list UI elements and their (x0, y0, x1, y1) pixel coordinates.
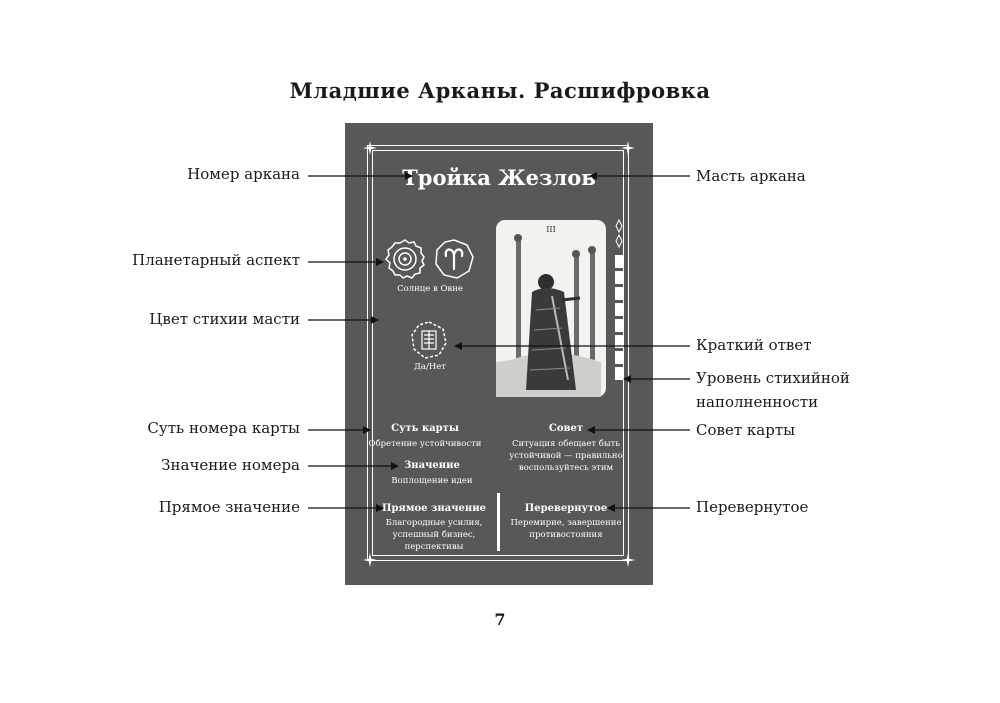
meaning-text: Воплощение идеи (391, 476, 473, 486)
advice-line-2: устойчивой — правильно (509, 451, 623, 461)
label-element-level-line-1: Уровень стихийной (696, 369, 850, 387)
sun-icon (385, 239, 425, 279)
element-level-segment (615, 303, 623, 316)
card-title: Тройка Жезлов (402, 165, 596, 190)
card-frame-outer (367, 145, 629, 561)
element-level-segment (615, 287, 623, 300)
reversed-head: Перевернутое (524, 503, 608, 514)
page-title: Младшие Арканы. Расшифровка (289, 78, 711, 103)
element-level-segment (615, 335, 623, 348)
label-short-answer: Краткий ответ (696, 336, 812, 354)
answer-caption: Да/Нет (414, 362, 446, 372)
tarot-card-diagram: Тройка Жезлов Солнце в Овне Да/Нет III (345, 123, 653, 585)
text-divider (497, 493, 500, 551)
sparkle-icon (363, 141, 377, 155)
reversed-line-1: Перемирие, завершение (510, 518, 622, 528)
sparkle-icon (621, 553, 635, 567)
label-planet-aspect: Планетарный аспект (132, 251, 300, 269)
label-reversed: Перевернутое (696, 498, 809, 516)
essence-head: Суть карты (391, 423, 459, 434)
yes-no-icon (411, 321, 447, 359)
label-upright: Прямое значение (158, 498, 300, 516)
upright-line-3: перспективы (404, 542, 464, 552)
label-card-advice: Совет карты (696, 421, 796, 439)
reversed-line-2: противостояния (529, 530, 603, 540)
element-level-segment (615, 271, 623, 284)
sparkle-icon (621, 141, 635, 155)
card-illustration: III (496, 220, 606, 397)
label-element-level-line-2: наполненности (696, 393, 819, 411)
upright-line-2: успешный бизнес, (392, 530, 476, 540)
label-arcana-number: Номер аркана (187, 165, 300, 183)
card-frame-inner (372, 150, 624, 556)
upright-line-1: Благородные усилия, (385, 518, 483, 528)
element-level-segment (615, 255, 623, 268)
label-number-essence: Суть номера карты (147, 419, 300, 437)
label-element-color: Цвет стихии масти (149, 310, 300, 328)
element-level-segment (615, 367, 623, 380)
element-level-segment (615, 351, 623, 364)
upright-head: Прямое значение (382, 503, 486, 514)
advice-line-1: Ситуация обещает быть (511, 439, 621, 449)
meaning-head: Значение (404, 460, 460, 471)
advice-line-3: воспользуйтесь этим (518, 463, 614, 473)
planet-caption: Солнце в Овне (397, 284, 463, 294)
advice-head: Совет (548, 423, 584, 434)
diamond-icon (615, 219, 623, 249)
element-level-segment (615, 319, 623, 332)
essence-text: Обретение устойчивости (368, 439, 482, 449)
page-number: 7 (494, 610, 506, 629)
roman-numeral: III (546, 225, 555, 234)
label-number-meaning: Значение номера (161, 456, 300, 474)
sparkle-icon (363, 553, 377, 567)
label-arcana-suit: Масть аркана (696, 167, 806, 185)
aries-icon (435, 239, 474, 279)
